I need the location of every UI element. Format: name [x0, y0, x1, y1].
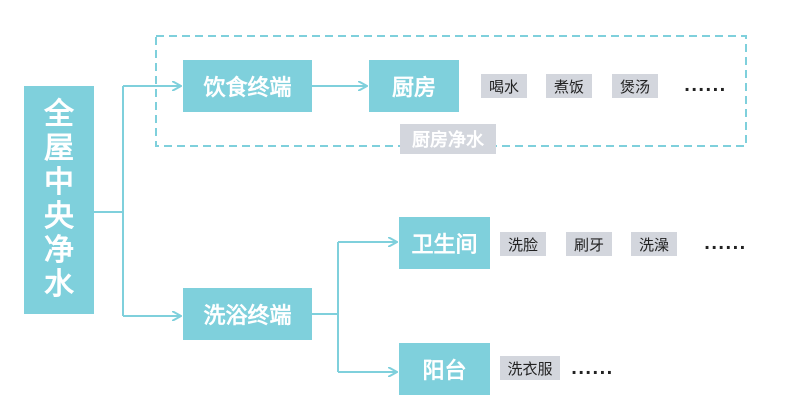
tag-wash-face: 洗脸: [500, 232, 546, 256]
root-char: 全: [44, 97, 74, 132]
node-bathroom: 卫生间: [399, 217, 490, 269]
root-char: 中: [44, 165, 74, 200]
node-dining-terminal: 饮食终端: [183, 60, 312, 112]
root-node-whole-house-water: 全 屋 中 央 净 水: [24, 86, 94, 314]
tag-shower: 洗澡: [631, 232, 677, 256]
tag-cook-rice: 煮饭: [546, 74, 592, 98]
tag-wash-clothes: 洗衣服: [500, 356, 560, 380]
balcony-more-ellipsis: ......: [571, 359, 614, 378]
node-balcony: 阳台: [399, 343, 490, 395]
kitchen-group-label: 厨房净水: [400, 124, 496, 154]
tag-make-soup: 煲汤: [612, 74, 658, 98]
root-char: 屋: [44, 131, 74, 166]
root-char: 水: [44, 267, 74, 302]
root-char: 净: [44, 233, 74, 268]
bathroom-more-ellipsis: ......: [704, 234, 747, 253]
kitchen-more-ellipsis: ......: [684, 76, 727, 95]
root-char: 央: [44, 199, 74, 234]
node-bathing-terminal: 洗浴终端: [183, 288, 312, 340]
node-kitchen: 厨房: [369, 60, 459, 112]
tag-drink-water: 喝水: [481, 74, 527, 98]
tag-brush-teeth: 刷牙: [566, 232, 612, 256]
